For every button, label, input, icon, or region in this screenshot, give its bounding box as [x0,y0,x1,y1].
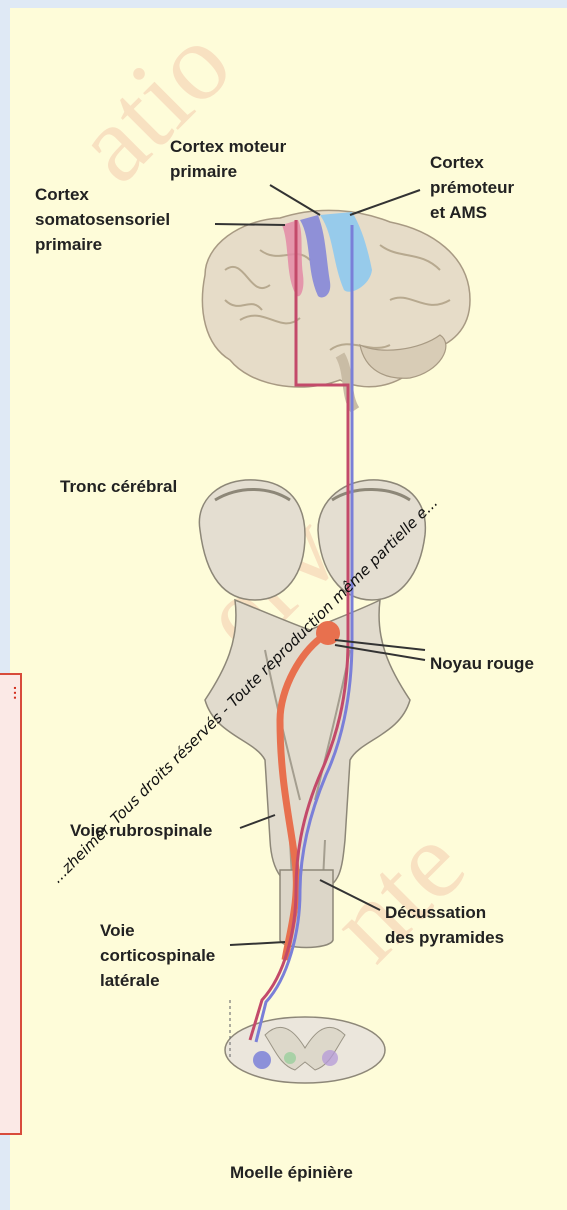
label-tronc-cerebral: Tronc cérébral [60,474,177,499]
label-cortex-premoteur: Cortex prémoteur et AMS [430,150,514,225]
spinal-cord-section [225,1000,385,1083]
side-tab-text: ... [3,685,19,700]
label-cortex-moteur-primaire: Cortex moteur primaire [170,134,286,184]
side-tab: ... [0,673,22,1135]
label-moelle-epiniere: Moelle épinière [230,1160,353,1185]
label-cortex-somatosensoriel: Cortex somatosensoriel primaire [35,182,170,257]
brain-illustration [202,210,470,410]
label-voie-corticospinale: Voie corticospinale latérale [100,918,215,993]
label-decussation: Décussation des pyramides [385,900,504,950]
label-noyau-rouge: Noyau rouge [430,651,534,676]
